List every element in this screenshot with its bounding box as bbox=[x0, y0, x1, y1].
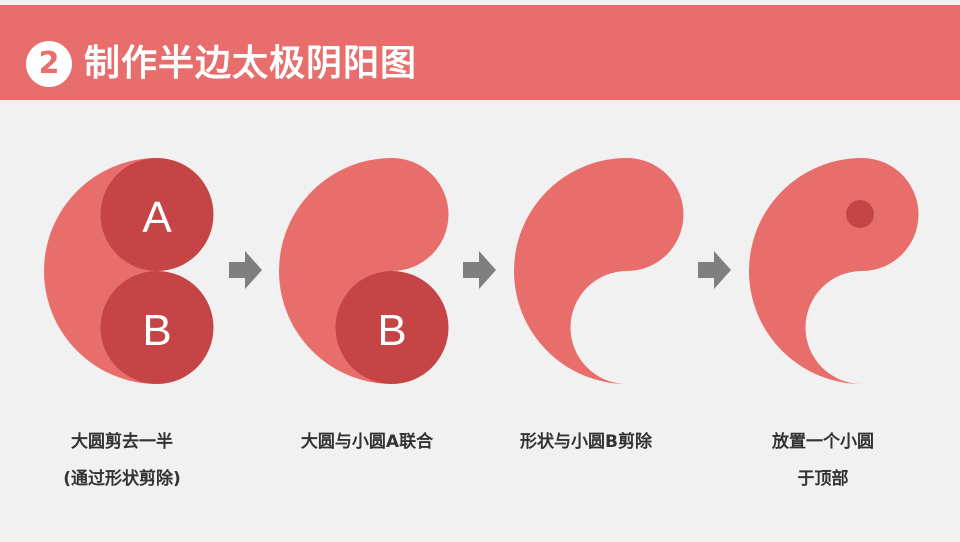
step-3-caption: 形状与小圆B剪除 bbox=[486, 424, 686, 461]
arrow-right-icon bbox=[698, 251, 731, 289]
small-circle-b bbox=[335, 271, 449, 384]
caption-line: (通过形状剪除) bbox=[63, 469, 181, 489]
arrow-right-icon bbox=[229, 251, 262, 289]
step-number-badge: 2 bbox=[26, 41, 72, 87]
page-title: 制作半边太极阴阳图 bbox=[84, 43, 418, 84]
step-1-figure: A B bbox=[44, 158, 214, 384]
label-b: B bbox=[377, 306, 406, 355]
step-2-caption: 大圆与小圆A联合 bbox=[267, 424, 467, 461]
small-circle-a bbox=[100, 158, 214, 271]
caption-line: 于顶部 bbox=[797, 469, 849, 489]
small-circle-b bbox=[100, 271, 214, 384]
caption-line: 形状与小圆B剪除 bbox=[520, 432, 652, 452]
arrow-right-icon bbox=[463, 251, 496, 289]
caption-line: 放置一个小圆 bbox=[772, 432, 874, 452]
step-4-caption: 放置一个小圆 于顶部 bbox=[723, 424, 923, 498]
label-a: A bbox=[142, 193, 172, 242]
step-3-figure bbox=[514, 158, 684, 384]
half-yinyang-shape bbox=[749, 158, 919, 384]
step-2-figure: B bbox=[279, 158, 449, 384]
caption-line: 大圆剪去一半 bbox=[71, 432, 173, 452]
top-dot bbox=[846, 200, 874, 228]
step-1-caption: 大圆剪去一半 (通过形状剪除) bbox=[22, 424, 222, 498]
header-band bbox=[0, 5, 960, 100]
caption-line: 大圆与小圆A联合 bbox=[300, 432, 434, 452]
step-4-figure bbox=[749, 158, 919, 384]
union-circle-a bbox=[335, 158, 449, 271]
label-b: B bbox=[142, 306, 171, 355]
